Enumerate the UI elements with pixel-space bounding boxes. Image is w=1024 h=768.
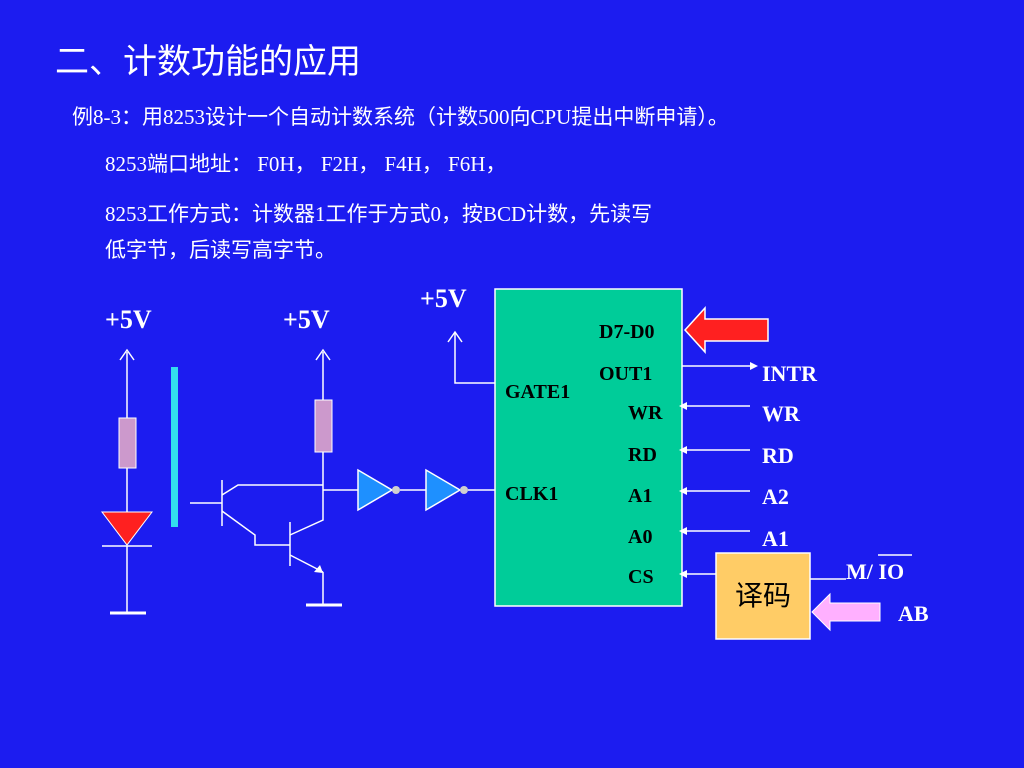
work-mode-text-cont: 低字节，后读写高字节。 [105,238,336,262]
vcc-arrow-mid [315,348,331,400]
vcc-arrow-left [119,348,135,418]
intr-arrow-icon [750,362,758,370]
inverter-2 [425,468,468,512]
vcc-label-gate: +5V [420,284,467,313]
resistor-left [118,417,137,469]
example-statement: 例8-3：用8253设计一个自动计数系统（计数500向CPU提出中断申请）。 [72,105,729,129]
emitter-arrow-icon [314,565,323,573]
signal-intr: INTR [762,361,818,386]
resistor-mid [314,399,333,453]
signal-rd: RD [762,443,794,468]
signal-wr: WR [762,401,801,426]
port-address-text: 8253端口地址： F0H， F2H， F4H， F6H， [105,152,507,176]
signal-a1: A1 [762,526,789,551]
decoder-box [715,552,811,640]
pin-clk1: CLK1 [505,483,558,505]
pin-d7-d0: D7-D0 [599,321,655,343]
light-beam-bar [171,367,178,527]
pin-cs: CS [628,566,654,588]
transistor-q2 [289,485,324,604]
transistor-q1 [190,480,323,546]
photo-diode [100,511,154,547]
rd-arrow-icon [679,446,687,454]
wr-arrow-icon [679,402,687,410]
work-mode-text: 8253工作方式：计数器1工作于方式0，按BCD计数，先读写 [105,202,653,226]
vcc-label-mid: +5V [283,305,330,334]
pin-out1: OUT1 [599,363,652,385]
vcc-arrow-gate [447,330,495,384]
chip-8253 [494,288,683,607]
slide-title: 二、计数功能的应用 [55,42,361,82]
vcc-label-left: +5V [105,305,152,334]
a2-arrow-icon [679,487,687,495]
data-bus-arrow-icon [683,306,769,354]
inverter-1 [357,468,400,512]
decoder-label: 译码 [735,579,791,612]
pin-a0: A0 [628,526,652,548]
pin-gate1: GATE1 [505,381,570,403]
cs-arrow-icon [679,570,687,578]
signal-a2: A2 [762,484,789,509]
a1-arrow-icon [679,527,687,535]
mio-label: M/ IO [846,559,904,584]
pin-a1: A1 [628,485,652,507]
pin-wr: WR [628,402,663,424]
pin-rd: RD [628,444,657,466]
address-bus-arrow-icon [811,592,881,632]
ab-label: AB [898,601,929,626]
